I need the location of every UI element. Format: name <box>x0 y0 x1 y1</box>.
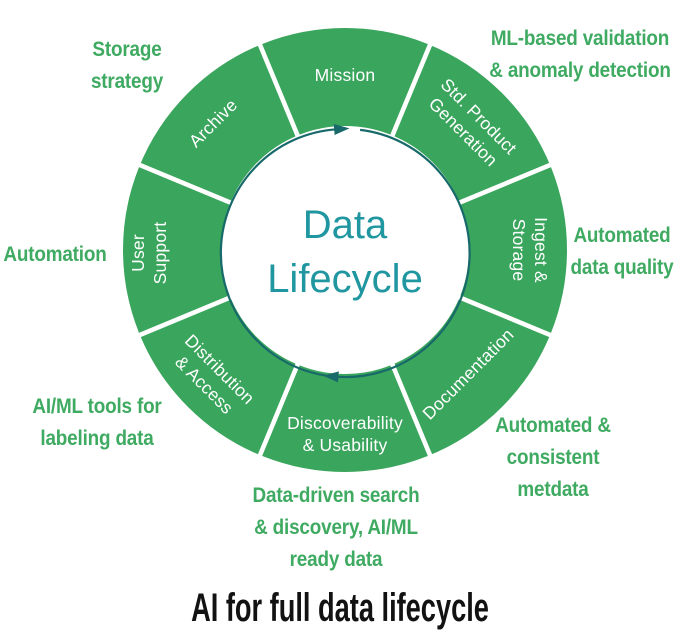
segment-divider <box>256 360 302 460</box>
segment-divider <box>455 293 555 339</box>
annotation-line: Storage <box>92 38 162 61</box>
segment-label-ingest-storage: Ingest & Storage <box>509 217 551 283</box>
annotation-line: consistent <box>506 446 600 469</box>
center-title-line: Lifecycle <box>267 257 423 301</box>
annotation-line: ML-based validation <box>490 27 670 50</box>
annotation-line: Automated <box>573 224 671 247</box>
segment-divider <box>388 360 434 460</box>
segment-label-line: User <box>128 234 148 272</box>
page-title: AI for full data lifecycle <box>191 586 489 630</box>
segment-label-line: & Usability <box>303 435 388 455</box>
annotation-automated-data-quality: Automated data quality <box>546 220 680 284</box>
cycle-arrow-left <box>219 123 350 378</box>
segment-label-line: Discoverability <box>287 413 403 433</box>
segment-divider <box>455 161 555 207</box>
segment-dividers <box>135 40 555 460</box>
segment-label-user-support: User Support <box>128 222 170 285</box>
cycle-arrows <box>219 123 471 383</box>
annotation-line: metdata <box>517 478 589 501</box>
annotation-line: Automation <box>3 243 107 266</box>
annotation-line: ready data <box>289 548 383 571</box>
segment-label-mission: Mission <box>315 65 376 85</box>
segment-label-line: Storage <box>509 219 529 282</box>
annotation-storage-strategy: Storage strategy <box>46 34 208 98</box>
annotation-line: labeling data <box>40 427 154 450</box>
annotation-line: Automated & <box>495 414 611 437</box>
segment-label-discoverability-usability: Discoverability & Usability <box>287 413 403 455</box>
annotation-line: data quality <box>570 256 674 279</box>
annotation-automation: Automation <box>0 239 118 271</box>
segment-divider <box>135 161 235 207</box>
annotation-automated-consistent-metdata: Automated & consistent metdata <box>463 410 643 506</box>
segment-label-line: Ingest & <box>531 217 551 283</box>
segment-divider <box>135 293 235 339</box>
cycle-arrow-right <box>323 128 471 383</box>
annotation-line: AI/ML tools for <box>32 395 162 418</box>
annotation-data-driven-search: Data-driven search & discovery, AI/ML re… <box>228 480 444 576</box>
annotation-line: strategy <box>90 70 164 93</box>
annotation-line: & discovery, AI/ML <box>254 516 418 539</box>
annotation-ml-validation: ML-based validation & anomaly detection <box>477 23 680 87</box>
segment-divider <box>256 40 302 140</box>
center-title-line: Data <box>303 203 388 247</box>
annotation-line: Data-driven search <box>252 484 420 507</box>
lifecycle-ring <box>123 28 567 472</box>
segment-label-line: Support <box>150 222 170 285</box>
center-title: Data Lifecycle <box>267 203 423 301</box>
annotation-line: & anomaly detection <box>489 59 671 82</box>
annotation-ai-ml-tools: AI/ML tools for labeling data <box>7 391 187 455</box>
segment-divider <box>388 40 434 140</box>
